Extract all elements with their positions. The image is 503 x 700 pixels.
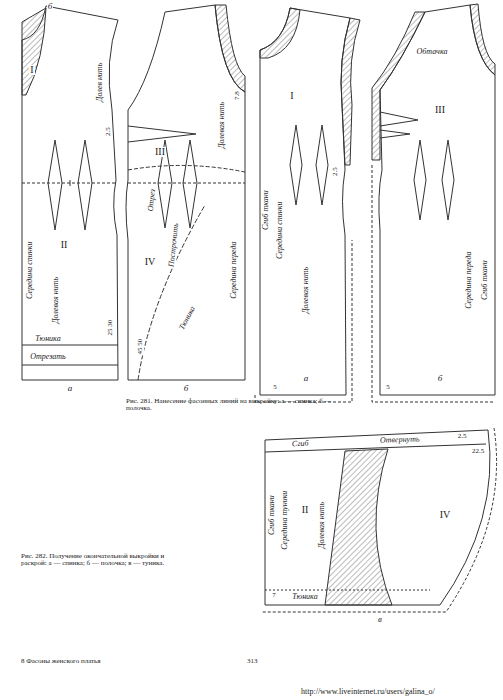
caption-text: 313 xyxy=(246,658,259,665)
pattern-label: 2.5 xyxy=(331,167,338,178)
pattern-label: IV xyxy=(439,510,452,521)
pattern-label: Долев нить xyxy=(96,61,104,102)
pattern-label: 7.8 xyxy=(233,91,240,102)
pattern-label: II xyxy=(60,240,69,251)
pattern-label: б xyxy=(47,2,54,11)
pattern-label: 5 xyxy=(385,384,391,391)
pattern-label: II xyxy=(301,505,310,516)
pattern-label: Середина спинки xyxy=(276,200,284,260)
pattern-label: в xyxy=(377,615,383,624)
pattern-label: Тюника xyxy=(34,335,61,343)
pattern-label: Тюника xyxy=(291,593,318,601)
pattern-label: а xyxy=(67,384,74,393)
pattern-label: 45 50 xyxy=(137,338,144,356)
pattern-label: Сгиб ткани xyxy=(262,189,270,231)
pattern-label: 2.5 xyxy=(104,127,111,138)
pattern-label: 25 30 xyxy=(107,319,114,337)
pattern-label: Середина переда xyxy=(231,240,239,299)
pattern-label: I xyxy=(29,65,34,76)
caption-text: Рис. 281. Нанесение фасонных линий на вы… xyxy=(125,398,357,413)
pattern-label: Середина спинки xyxy=(26,240,34,300)
pattern-label: Тюника xyxy=(178,304,198,332)
pattern-label: Середина туники xyxy=(282,489,290,550)
pattern-label: III xyxy=(434,105,446,116)
pattern-label: б xyxy=(437,374,444,383)
caption-text: http://www.liveinternet.ru/users/galina_… xyxy=(300,688,436,696)
caption-text: Рис. 282. Получение окончательной выкрой… xyxy=(20,553,172,568)
pattern-label: Долевая нить xyxy=(218,101,226,150)
pattern-label: а xyxy=(303,374,310,383)
pattern-label: Построчить xyxy=(167,222,180,269)
pattern-label: 22.5 xyxy=(471,448,485,455)
pattern-label: Долевая нить xyxy=(52,276,60,325)
pattern-label: 7 xyxy=(271,592,277,599)
pattern-label: Обтачка xyxy=(416,48,449,56)
pattern-label: б xyxy=(183,384,190,393)
pattern-label: Сгиб ткани xyxy=(268,494,276,536)
pattern-label: 2.5 xyxy=(457,433,468,440)
pattern-label: IV xyxy=(144,257,157,268)
pattern-label: III xyxy=(154,147,166,158)
pattern-label: Долевая нить xyxy=(318,501,326,550)
pattern-label: Отрез xyxy=(147,188,158,213)
pattern-label: Отрезать xyxy=(29,353,67,361)
pattern-label: I xyxy=(289,91,294,102)
pattern-label: Отвернуть xyxy=(379,435,421,445)
pattern-label: Середина переда xyxy=(466,250,474,309)
caption-text: 8 Фасоны женского платья xyxy=(20,658,102,665)
pattern-label: 5 xyxy=(272,384,278,391)
pattern-label: Сгиб xyxy=(291,439,310,448)
pattern-label: Сгиб ткани xyxy=(481,259,489,301)
pattern-label: Долевая нить xyxy=(302,266,310,315)
